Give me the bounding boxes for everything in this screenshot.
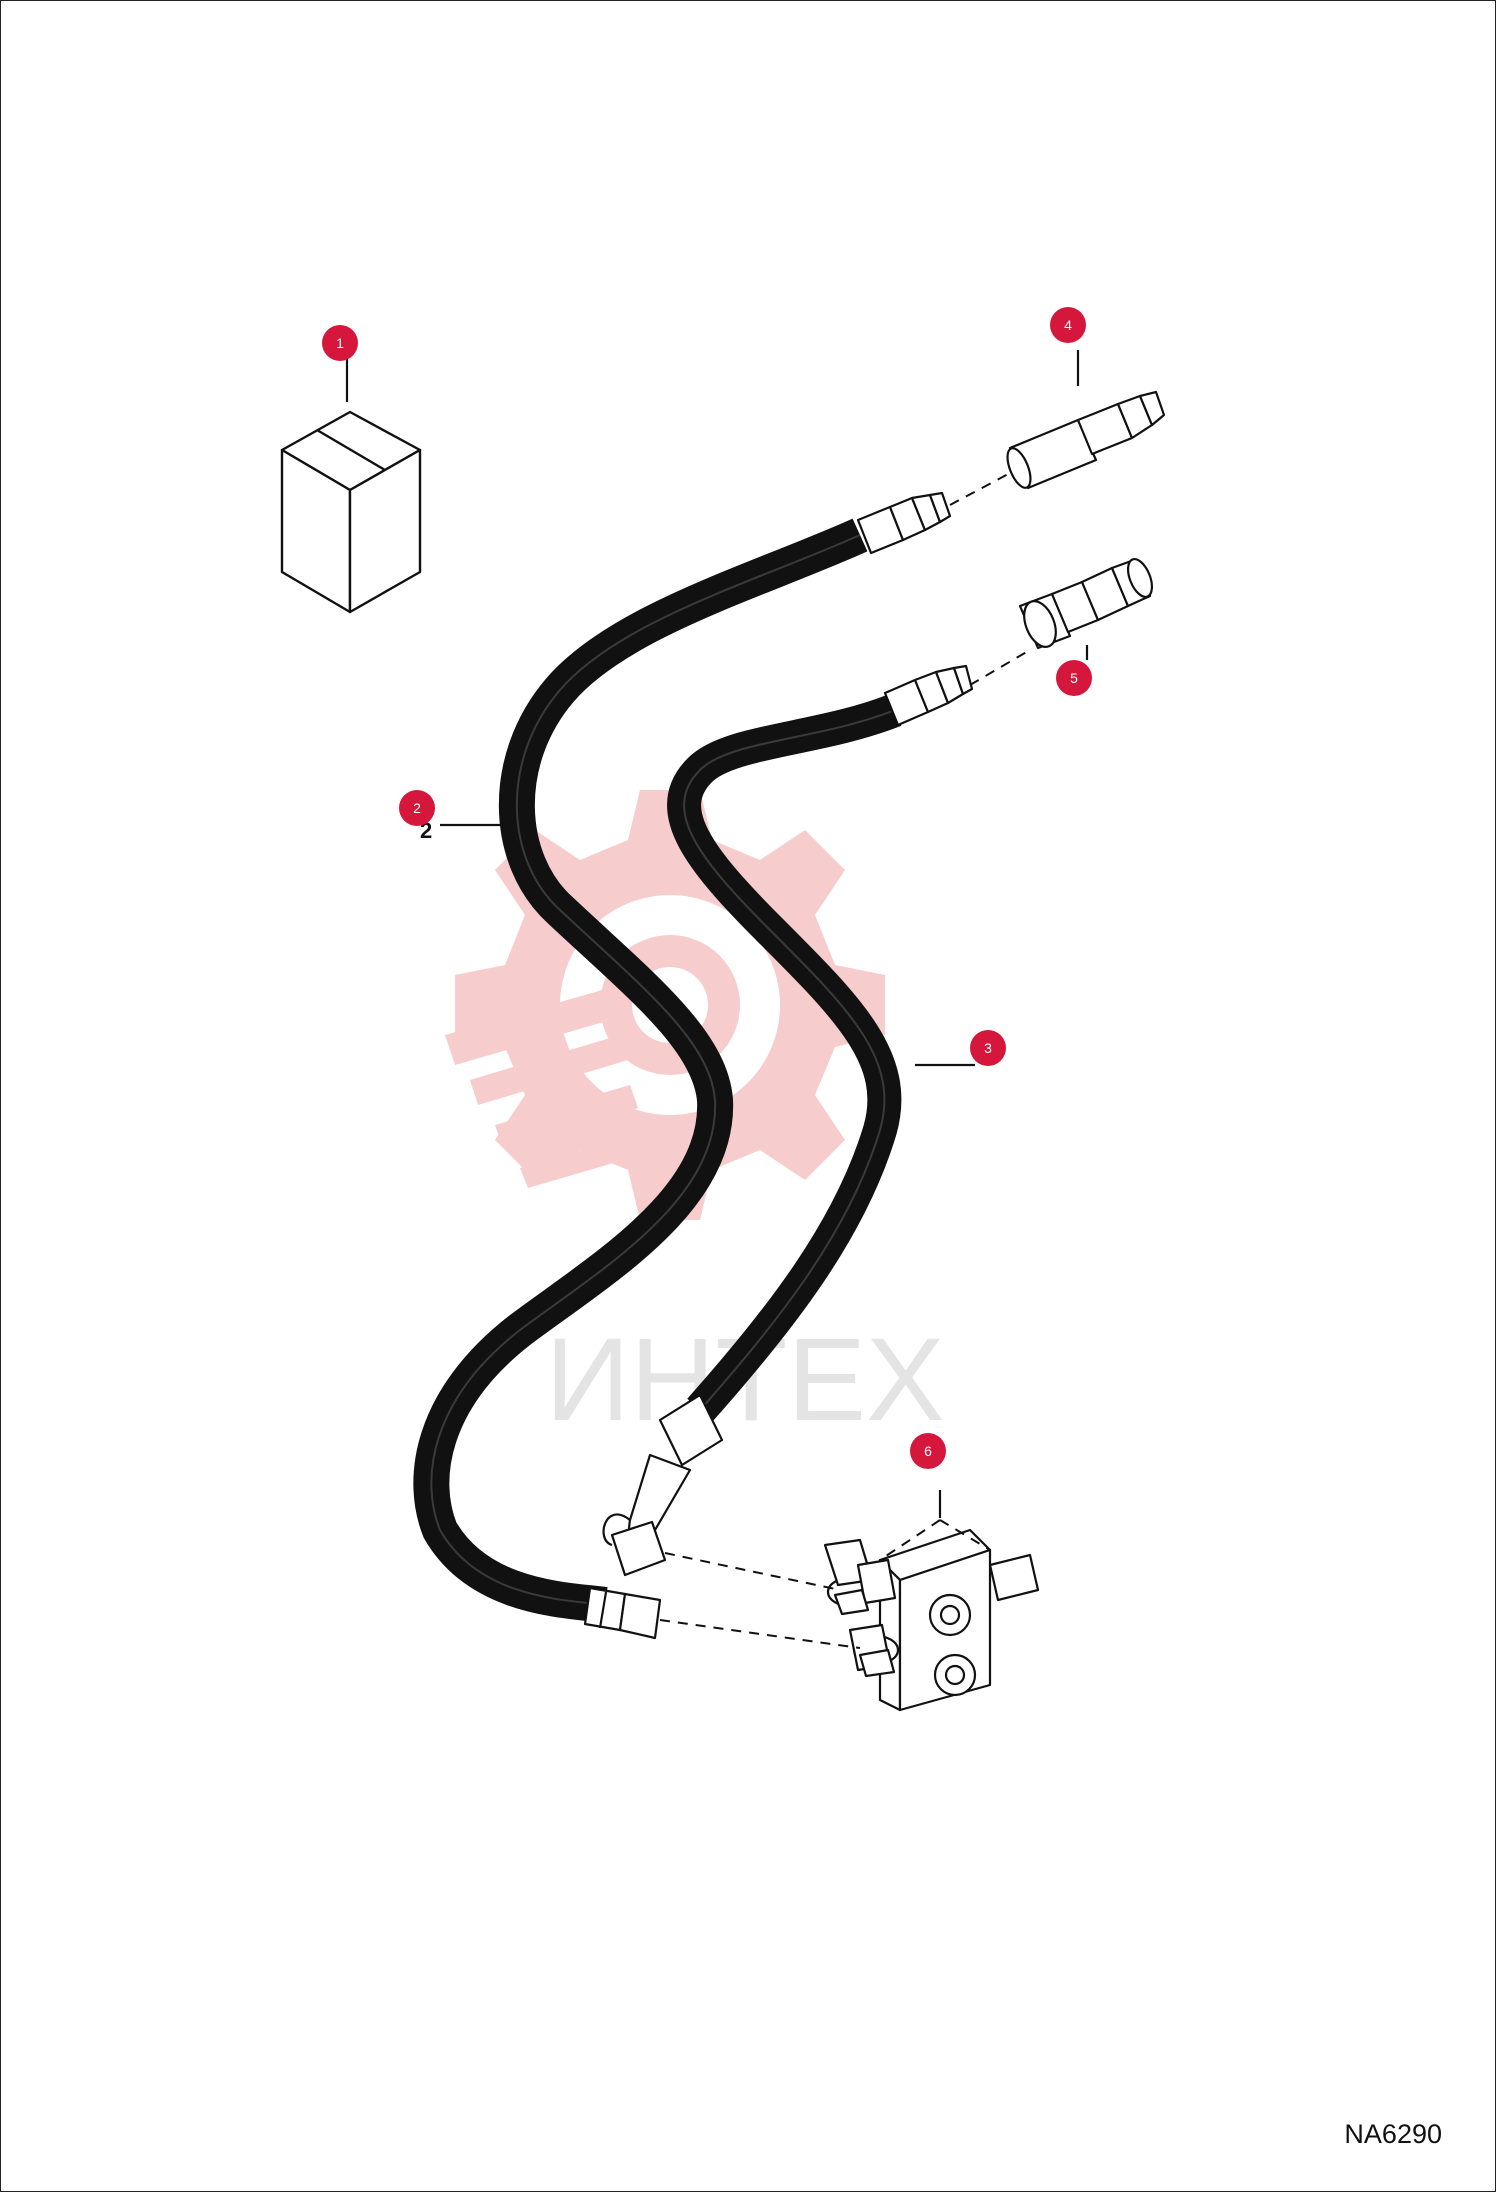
hose-long-upper-fitting (856, 491, 952, 555)
callout-5[interactable]: 5 (1056, 660, 1092, 696)
kit-box (280, 410, 422, 614)
hose-short (667, 694, 902, 1422)
hose-short-upper-fitting (883, 664, 974, 727)
quick-coupler-male (1006, 390, 1166, 490)
callout-1[interactable]: 1 (322, 325, 358, 361)
callout-4[interactable]: 4 (1050, 307, 1086, 343)
svg-text:5: 5 (1070, 670, 1078, 686)
drawing-number: NA6290 (1344, 2119, 1442, 2149)
svg-text:2: 2 (413, 800, 421, 816)
callout-2[interactable]: 2 (399, 790, 435, 826)
svg-text:6: 6 (924, 1443, 932, 1459)
callout-3[interactable]: 3 (970, 1030, 1006, 1066)
hose-long-lower-fitting (583, 1586, 662, 1640)
quick-coupler-female (1018, 557, 1154, 650)
callout-6[interactable]: 6 (910, 1433, 946, 1469)
svg-text:1: 1 (336, 335, 344, 351)
assembly-lines (659, 471, 1031, 1649)
callout-group: 1 2 3 4 5 6 (322, 307, 1092, 1469)
hose-short-lower-fitting (602, 1393, 724, 1577)
svg-text:4: 4 (1064, 317, 1072, 333)
svg-text:3: 3 (984, 1040, 992, 1056)
leader-lines (345, 350, 1089, 1518)
hose-long (413, 518, 868, 1623)
valve-block (823, 1528, 1040, 1712)
